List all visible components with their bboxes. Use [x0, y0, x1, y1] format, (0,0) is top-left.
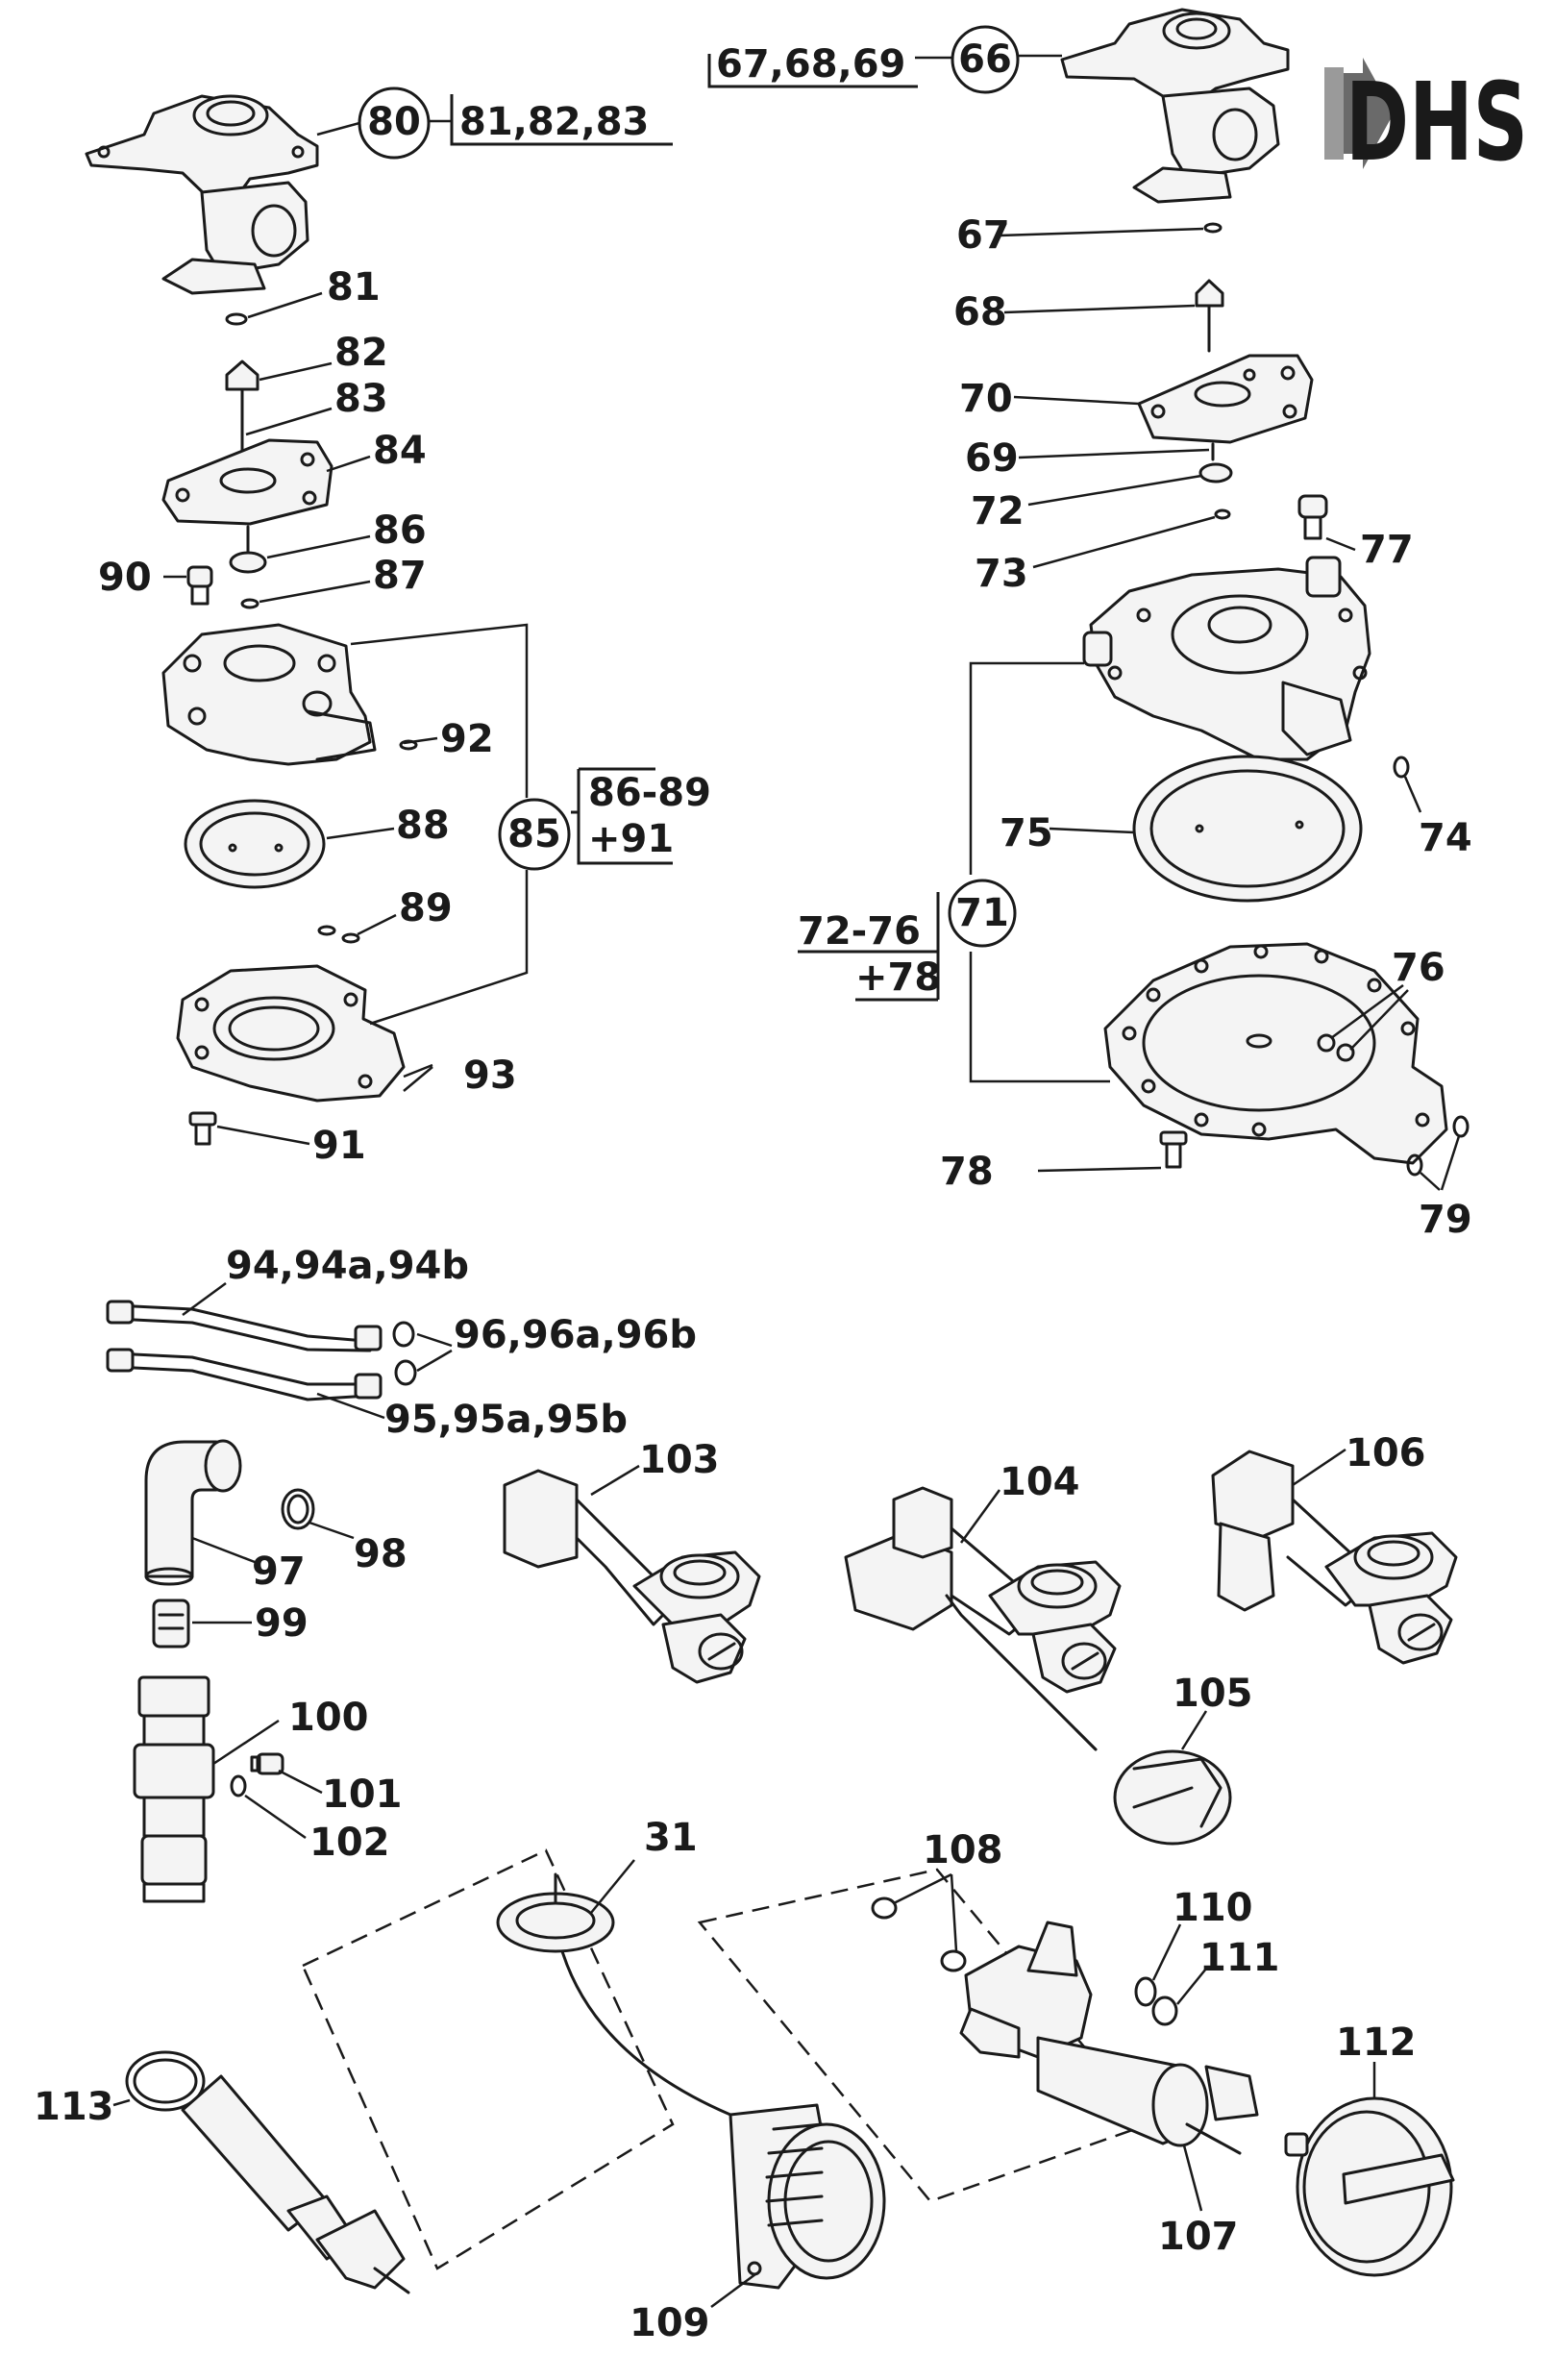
label-68: 68	[953, 290, 1007, 335]
label-105: 105	[1173, 1672, 1253, 1716]
label-77: 77	[1360, 528, 1414, 572]
part-88-diaphragm	[184, 799, 326, 889]
label-78: 78	[940, 1150, 994, 1194]
label-80: 80	[367, 100, 421, 144]
part-95-pipe	[106, 1348, 383, 1401]
label-109: 109	[630, 2301, 710, 2345]
dhs-logo: DHS	[1324, 58, 1528, 186]
label-86-89: 86-89	[588, 771, 711, 815]
label-97: 97	[252, 1549, 306, 1594]
label-89: 89	[399, 886, 453, 930]
label-92: 92	[440, 717, 494, 761]
part-103-burner-tube	[503, 1469, 761, 1684]
part-109-fitting	[729, 2103, 886, 2290]
label-86: 86	[373, 508, 427, 553]
label-107: 107	[1158, 2215, 1239, 2259]
part-housing-lower-right	[1103, 942, 1448, 1165]
label-82: 82	[334, 331, 388, 375]
callout-85	[498, 798, 571, 871]
label-104: 104	[1000, 1460, 1080, 1504]
part-100-valve-body	[133, 1675, 215, 1903]
label-88: 88	[396, 804, 450, 848]
callout-66	[951, 25, 1020, 94]
label-71: 71	[955, 891, 1009, 935]
part-113-thermocouple	[125, 2050, 410, 2294]
part-107-valve	[959, 1921, 1259, 2155]
label-111: 111	[1199, 1936, 1280, 1980]
label-103: 103	[639, 1438, 720, 1482]
label-95-95a-95b: 95,95a,95b	[384, 1398, 628, 1442]
label-83: 83	[334, 377, 388, 421]
part-housing-lower-left	[176, 964, 406, 1103]
part-housing-upper-left	[161, 623, 377, 766]
label-102: 102	[309, 1821, 390, 1865]
label-69: 69	[965, 436, 1019, 481]
label-72-76: 72-76	[798, 909, 921, 954]
label-90: 90	[98, 556, 152, 600]
logo-text: DHS	[1346, 61, 1528, 186]
part-70-plate	[1137, 354, 1314, 444]
part-housing-upper-right	[1082, 556, 1371, 761]
label-79: 79	[1419, 1198, 1472, 1242]
part-66-valve-head	[1060, 8, 1290, 204]
part-84-plate	[161, 438, 333, 526]
part-99-filter	[152, 1599, 190, 1649]
label-66: 66	[958, 37, 1012, 82]
part-75-diaphragm	[1132, 755, 1363, 903]
label-101: 101	[322, 1773, 403, 1817]
label-70: 70	[959, 377, 1013, 421]
label-87: 87	[373, 554, 427, 598]
callout-71	[948, 879, 1017, 948]
label-72: 72	[971, 489, 1025, 533]
label-84: 84	[373, 429, 427, 473]
part-112-knob	[1284, 2096, 1455, 2277]
label-110: 110	[1173, 1886, 1253, 1930]
part-105-knob	[1113, 1749, 1232, 1846]
label-85: 85	[507, 812, 561, 856]
label-100: 100	[288, 1696, 369, 1740]
label-91: 91	[312, 1124, 366, 1168]
label-99: 99	[255, 1601, 309, 1646]
label-94-94a-94b: 94,94a,94b	[226, 1244, 469, 1288]
label-93: 93	[463, 1054, 517, 1098]
part-94-pipe	[106, 1300, 383, 1352]
label-31: 31	[644, 1816, 698, 1860]
label-106: 106	[1346, 1431, 1426, 1475]
part-106-burner-tube	[1211, 1450, 1458, 1665]
label-74: 74	[1419, 816, 1472, 860]
part-104-burner-tube	[844, 1486, 1122, 1751]
label-81-82-83: 81,82,83	[459, 100, 649, 144]
part-80-valve-head	[85, 94, 319, 295]
label-67: 67	[956, 213, 1010, 258]
label-108: 108	[923, 1828, 1003, 1872]
label-67-68-69: 67,68,69	[716, 42, 905, 87]
label-plus-78: +78	[855, 955, 941, 1000]
label-113: 113	[34, 2085, 114, 2129]
label-75: 75	[1000, 811, 1053, 855]
label-76: 76	[1392, 946, 1445, 990]
label-73: 73	[975, 552, 1028, 596]
part-97-elbow	[144, 1439, 242, 1586]
label-96-96a-96b: 96,96a,96b	[454, 1313, 697, 1357]
label-81: 81	[327, 265, 381, 310]
label-plus-91: +91	[588, 817, 674, 861]
label-112: 112	[1336, 2021, 1417, 2065]
part-31-sensor	[496, 1872, 732, 2117]
label-98: 98	[354, 1532, 408, 1576]
